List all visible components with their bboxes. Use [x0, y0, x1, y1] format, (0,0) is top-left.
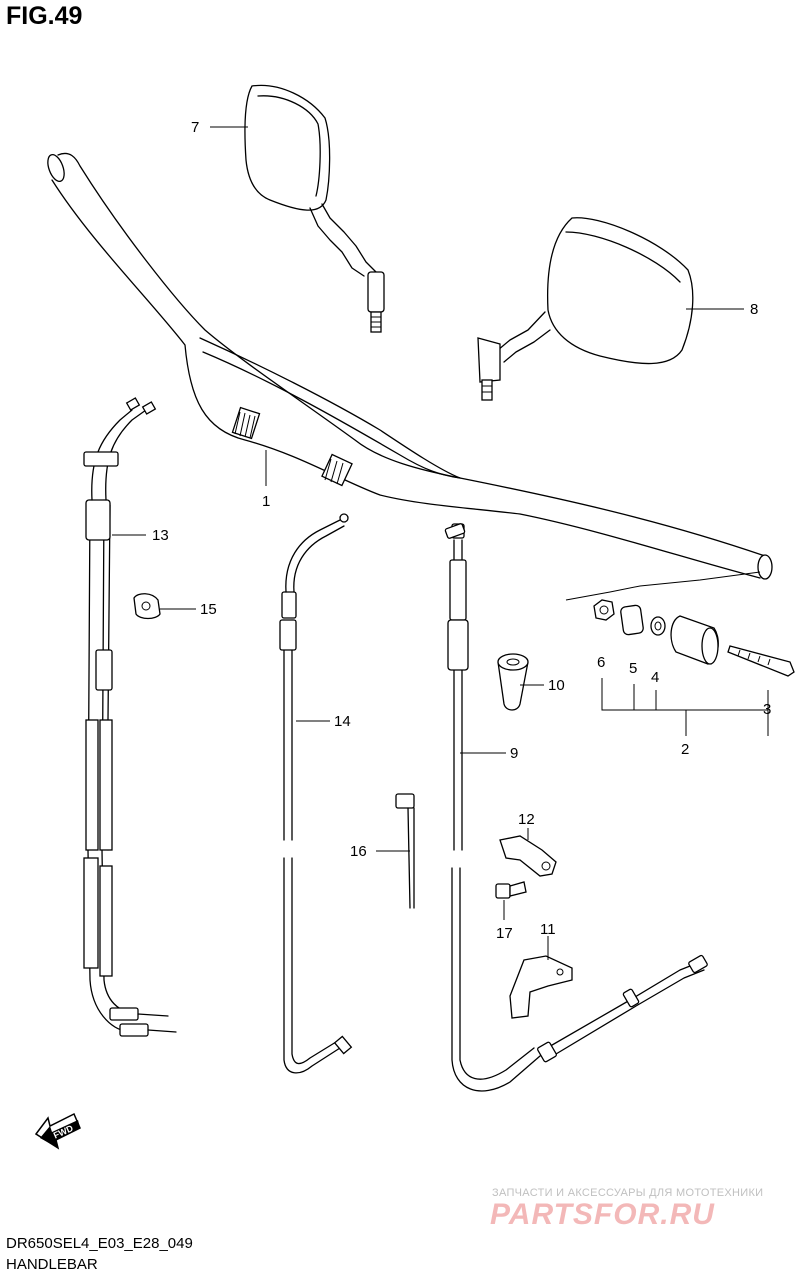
callout-labels: 7 8 1 13 15 14 9 10 16 12 17 11 6 5 4 3 …	[152, 119, 771, 942]
watermark-logo: PARTSFOR.RU	[490, 1198, 715, 1231]
clamp-part-12[interactable]	[499, 835, 557, 877]
bolt-part-17[interactable]	[495, 881, 527, 899]
callout-9: 9	[510, 745, 518, 762]
callout-8: 8	[750, 301, 758, 318]
grip-part-10[interactable]	[497, 653, 529, 711]
callout-11: 11	[540, 921, 556, 938]
callout-7: 7	[191, 119, 199, 136]
callout-15: 15	[200, 601, 217, 618]
figure-number: FIG.49	[6, 2, 83, 30]
weight-part-2[interactable]	[670, 615, 719, 665]
bracket-part-11[interactable]	[509, 955, 573, 1019]
callout-16: 16	[350, 843, 367, 860]
callout-3: 3	[763, 701, 771, 718]
mirror-left-part[interactable]	[244, 84, 385, 333]
choke-cable-part-14[interactable]	[279, 513, 353, 1074]
bolt-part-3[interactable]	[727, 645, 795, 677]
mirror-right-part[interactable]	[477, 217, 694, 401]
handlebar-part[interactable]	[45, 152, 773, 580]
nut-part-6[interactable]	[593, 599, 615, 621]
handlebar-knurling-left	[231, 406, 261, 440]
throttle-cable-part-13[interactable]	[83, 397, 177, 1037]
callout-6: 6	[597, 654, 605, 671]
callout-2: 2	[681, 741, 689, 758]
callout-1: 1	[262, 493, 270, 510]
callout-4: 4	[651, 669, 659, 686]
spacer-part-5[interactable]	[620, 604, 644, 636]
callout-14: 14	[334, 713, 351, 730]
leader-lines	[112, 126, 769, 960]
watermark-tagline: ЗАПЧАСТИ И АКСЕССУАРЫ ДЛЯ МОТОТЕХНИКИ	[492, 1187, 764, 1199]
model-code: DR650SEL4_E03_E28_049	[6, 1235, 193, 1252]
bar-end-assembly[interactable]	[565, 571, 795, 677]
washer-part-4[interactable]	[650, 616, 666, 636]
clamp-part-15[interactable]	[133, 593, 161, 620]
clutch-cable-part-9[interactable]	[444, 523, 708, 1092]
callout-10: 10	[548, 677, 565, 694]
callout-5: 5	[629, 660, 637, 677]
diagram-title: HANDLEBAR	[6, 1256, 98, 1273]
handlebar-knurling-right	[321, 453, 353, 487]
fwd-arrow-icon: FWD	[34, 1112, 81, 1150]
cable-tie-part-16[interactable]	[395, 793, 415, 909]
callout-13: 13	[152, 527, 169, 544]
callout-17: 17	[496, 925, 513, 942]
callout-12: 12	[518, 811, 535, 828]
